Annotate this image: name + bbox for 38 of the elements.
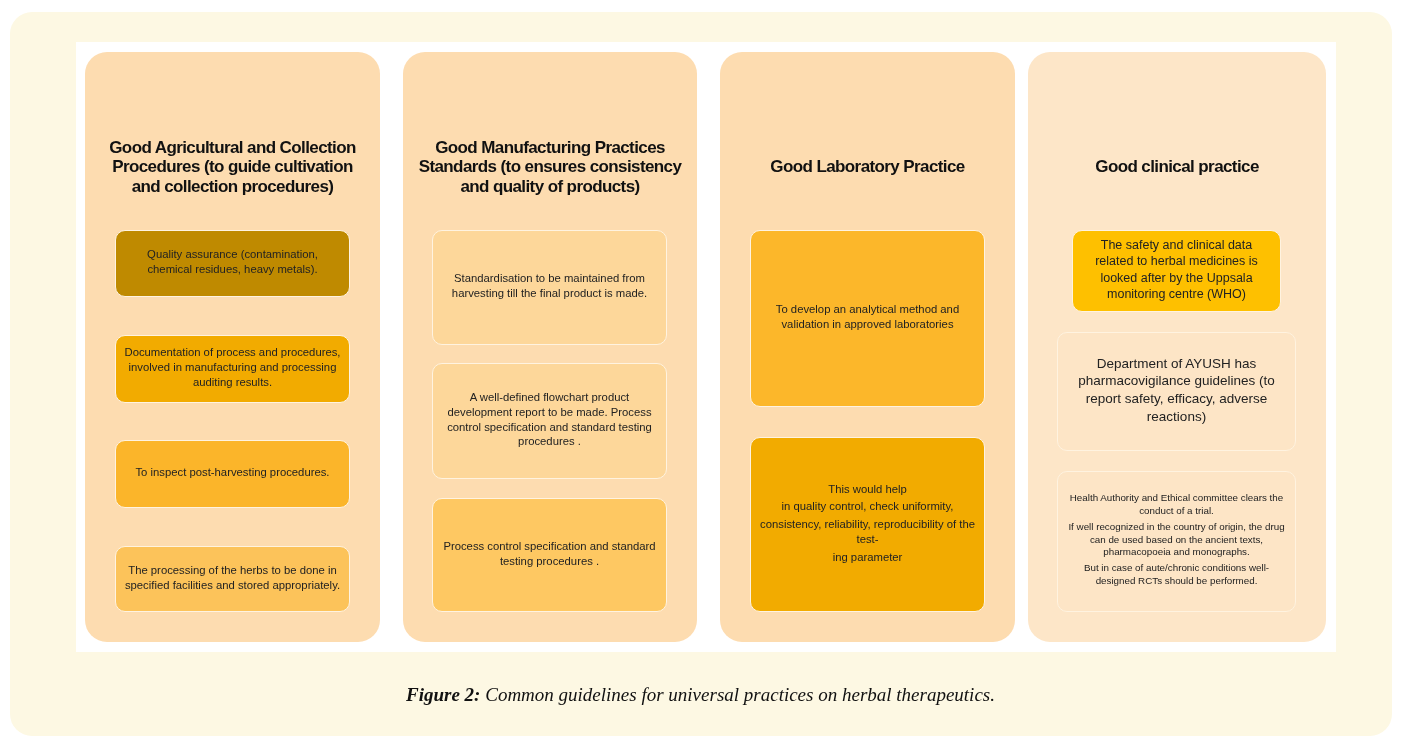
guideline-box	[1072, 230, 1281, 312]
guideline-text: Process control specification and standard testing procedures .	[442, 538, 657, 569]
panel-heading: Good Laboratory Practice	[770, 157, 965, 177]
panel-heading: Good clinical practice	[1095, 157, 1259, 177]
guideline-text: The processing of the herbs to be done in specified facilities and stored appropriately.	[124, 562, 341, 593]
panel-heading: Good Manufacturing Practices Standards (to ensures consistency and quality of products)	[417, 137, 683, 197]
guideline-text: Department of AYUSH has pharmacovigilance guidelines (to report safety, efficacy, adverse reactions)	[1077, 354, 1276, 426]
guideline-text: To develop an analytical method and validation in approved laboratories	[774, 302, 961, 332]
guideline-text: Quality assurance (contamination, chemical residues, heavy metals).	[146, 247, 319, 277]
guideline-text: But in case of aute/chronic conditions well-designed RCTs should be performed.	[1082, 562, 1271, 588]
guideline-box	[750, 230, 985, 407]
guideline-text: If well recognized in the country of origin, the drug can de used based on the ancient texts, pharmacopoeia and monographs.	[1067, 520, 1286, 560]
guideline-text: A well-defined flowchart product development report to be made. Process control specification and standard testing procedures .	[446, 390, 653, 449]
guideline-box	[432, 230, 667, 345]
guideline-text: Standardisation to be maintained from harvesting till the final product is made.	[450, 271, 649, 301]
guideline-box	[750, 437, 985, 612]
category-panel	[1028, 52, 1326, 642]
guideline-text: This would help	[828, 481, 907, 497]
category-panel	[720, 52, 1015, 642]
figure-caption: Figure 2: Common guidelines for universal practices on herbal therapeutics.	[406, 684, 995, 705]
guideline-text: The safety and clinical data related to herbal medicines is looked after by the Uppsala monitoring centre (WHO)	[1094, 237, 1259, 302]
guideline-text: Documentation of process and procedures, involved in manufacturing and processing auditing results.	[124, 345, 341, 390]
guideline-box	[115, 335, 350, 403]
guideline-text: ing parameter	[832, 549, 903, 565]
guideline-text: consistency, reliability, reproducibility of the test-	[759, 517, 976, 547]
guideline-box	[115, 546, 350, 612]
panel-heading: Good Agricultural and Collection Procedures (to guide cultivation and collection procedures)	[108, 137, 357, 197]
guideline-text: Health Authority and Ethical committee clears the conduct of a trial.	[1068, 492, 1285, 518]
guideline-box	[115, 440, 350, 508]
guideline-box	[1057, 471, 1296, 612]
guideline-box	[432, 363, 667, 479]
category-panel	[85, 52, 380, 642]
guideline-box	[115, 230, 350, 297]
guideline-box	[432, 498, 667, 612]
guideline-text: To inspect post-harvesting procedures.	[135, 465, 330, 480]
guideline-text: in quality control, check uniformity,	[781, 499, 954, 515]
guideline-box	[1057, 332, 1296, 451]
category-panel	[403, 52, 697, 642]
